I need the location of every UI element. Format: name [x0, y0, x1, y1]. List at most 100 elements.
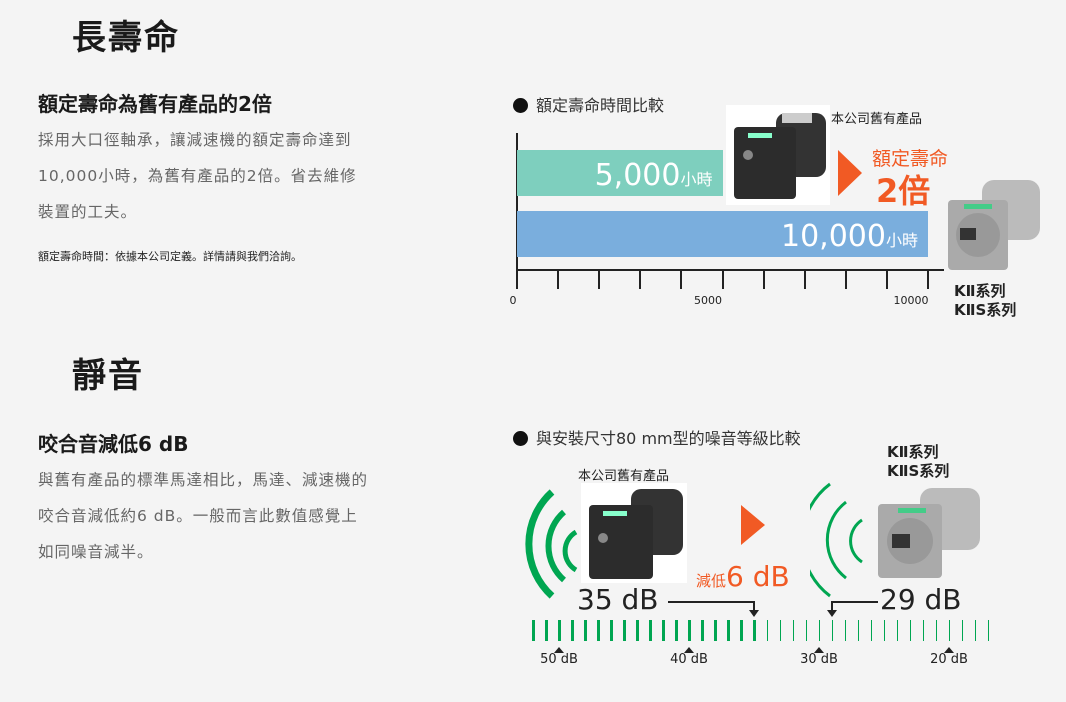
old-motor-image: [581, 483, 687, 583]
section-body: 與舊有產品的標準馬達相比，馬達、減速機的咬合音減低約6 dB。一般而言此數值感覺…: [38, 471, 369, 561]
reduction-label: 減低6 dB: [696, 560, 790, 593]
series-kii: KⅡ系列: [954, 282, 1006, 300]
scale-label: 40 dB: [670, 652, 708, 667]
scale-tick: [922, 620, 924, 641]
footnote: 額定壽命時間：依據本公司定義。詳情請與我們洽詢。: [38, 250, 302, 263]
section-subheading: 額定壽命為舊有產品的2倍: [38, 92, 272, 116]
x-tick: [639, 270, 642, 289]
y-axis: [516, 133, 518, 271]
scale-tick: [896, 620, 898, 641]
tick-label: 5000: [694, 294, 722, 307]
scale-marker-icon: [684, 647, 694, 653]
old-product-label: 本公司舊有產品: [578, 469, 670, 484]
bar-value: 5,000: [594, 158, 681, 193]
scale-tick: [779, 620, 781, 641]
scale-tick: [609, 620, 613, 641]
x-tick: [885, 270, 888, 289]
scale-tick: [544, 620, 548, 641]
arrow-right-icon: [741, 505, 765, 545]
x-tick: [803, 270, 806, 289]
scale-tick: [531, 620, 535, 641]
x-tick: [927, 270, 929, 289]
x-tick: [557, 270, 560, 289]
bullet-icon: [513, 98, 528, 113]
scale-tick: [792, 620, 794, 641]
old-pointer-arrow: [668, 601, 755, 612]
scale-tick: [635, 620, 639, 641]
new-motor-image: [878, 488, 980, 578]
new-pointer-arrow: [831, 601, 878, 612]
chart-title-text: 額定壽命時間比較: [536, 96, 665, 115]
scale-tick: [726, 620, 730, 641]
bar-new-series: 10,000小時: [517, 211, 928, 257]
scale-tick: [805, 620, 807, 641]
scale-tick: [596, 620, 600, 641]
sound-waves-icon: [525, 489, 578, 599]
old-db-value: 35 dB: [577, 583, 659, 616]
series-kii: KⅡ系列: [887, 443, 939, 461]
scale-tick: [557, 620, 561, 641]
headline-rated-life: 額定壽命: [872, 148, 949, 170]
scale-tick: [766, 620, 768, 641]
x-tick: [844, 270, 847, 289]
series-kiis: KⅡS系列: [954, 301, 1017, 319]
x-axis: [516, 269, 944, 271]
scale-tick: [583, 620, 587, 641]
arrowhead-icon: [827, 610, 837, 617]
scale-tick: [974, 620, 976, 641]
scale-tick: [961, 620, 963, 641]
x-tick: [762, 270, 765, 289]
scale-tick: [844, 620, 846, 641]
x-tick: [516, 270, 518, 289]
sound-waves-icon: [810, 482, 863, 598]
x-tick: [680, 270, 683, 289]
section-subheading: 咬合音減低6 dB: [38, 432, 189, 456]
x-tick: [721, 270, 724, 289]
tick-label: 10000: [893, 294, 929, 307]
headline-2x: 2倍: [876, 172, 931, 210]
scale-tick: [752, 620, 756, 641]
scale-tick: [857, 620, 859, 641]
chart-title: 與安裝尺寸80 mm型的噪音等級比較: [513, 425, 801, 449]
reduction-prefix: 減低: [696, 572, 727, 590]
scale-tick: [883, 620, 885, 641]
scale-tick: [570, 620, 574, 641]
arrowhead-icon: [749, 610, 759, 617]
section-body: 採用大口徑軸承，讓減速機的額定壽命達到10,000小時，為舊有產品的2倍。省去維…: [38, 131, 357, 221]
scale-tick: [622, 620, 626, 641]
x-tick: [598, 270, 601, 289]
reduction-value: 6 dB: [726, 560, 790, 593]
scale-tick: [935, 620, 937, 641]
bar-value: 10,000: [781, 219, 886, 254]
scale-tick: [674, 620, 678, 641]
tick-label: 0: [509, 294, 517, 307]
section-heading-quiet: 靜音: [72, 356, 144, 396]
scale-tick: [909, 620, 911, 641]
scale-tick: [700, 620, 704, 641]
chart-title: 額定壽命時間比較: [513, 92, 664, 116]
scale-tick: [870, 620, 872, 641]
chart-title-text: 與安裝尺寸80 mm型的噪音等級比較: [536, 429, 801, 448]
arrow-right-icon: [838, 150, 862, 196]
scale-label: 30 dB: [800, 652, 838, 667]
old-motor-image: [726, 105, 830, 205]
scale-marker-icon: [814, 647, 824, 653]
series-kiis: KⅡS系列: [887, 462, 950, 480]
scale-tick: [713, 620, 717, 641]
bar-unit: 小時: [885, 231, 918, 250]
scale-tick: [948, 620, 950, 641]
scale-marker-icon: [944, 647, 954, 653]
bullet-icon: [513, 431, 528, 446]
scale-tick: [831, 620, 833, 641]
section-heading-long-life: 長壽命: [72, 18, 180, 58]
scale-label: 50 dB: [540, 652, 578, 667]
scale-tick: [648, 620, 652, 641]
scale-tick: [739, 620, 743, 641]
new-db-value: 29 dB: [880, 583, 962, 616]
scale-tick: [661, 620, 665, 641]
bar-old-product: 5,000小時: [517, 150, 723, 196]
scale-tick: [687, 620, 691, 641]
